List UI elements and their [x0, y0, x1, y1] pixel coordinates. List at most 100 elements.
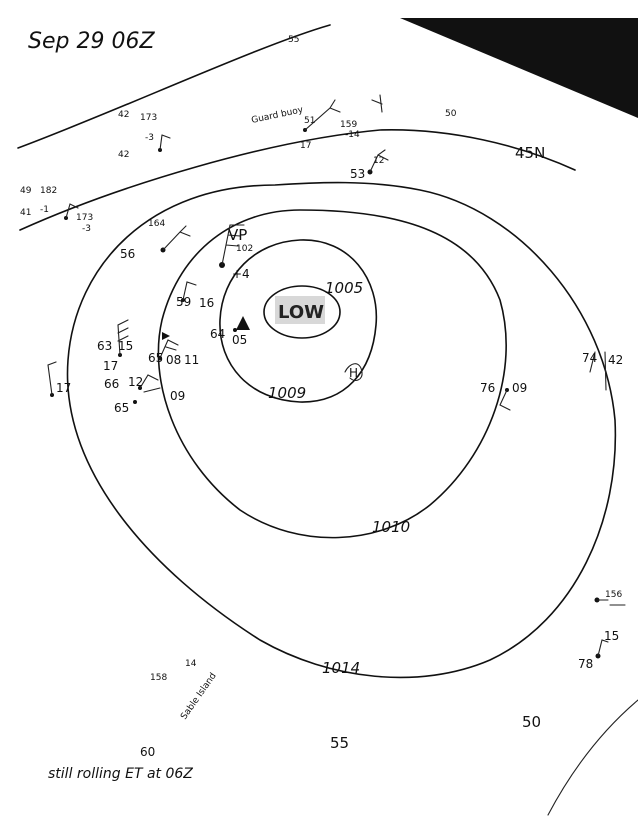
- wind-barb: [597, 639, 609, 657]
- isobar-label-1005: 1005: [325, 279, 363, 297]
- wind-barb: [159, 339, 179, 359]
- station-pres: 173: [140, 113, 157, 123]
- ship-a-pres: 05: [232, 333, 247, 347]
- station-pres: 16: [199, 296, 214, 310]
- latitude-label: 45N: [515, 144, 545, 162]
- wind-barb: [159, 134, 171, 151]
- station-pres: 159: [340, 120, 357, 130]
- isobar-label-1009: 1009: [268, 384, 306, 402]
- isotherm-bottom-60: 60: [140, 745, 155, 759]
- station-temp: 56: [120, 247, 135, 261]
- isobar-1014: [66, 181, 617, 679]
- buoy-flag: [162, 332, 170, 340]
- station-pres: 173: [76, 213, 93, 223]
- station-x2: -14: [345, 130, 360, 140]
- bottom-text-b: 158: [150, 673, 167, 683]
- station-temp: 63: [97, 339, 112, 353]
- station-temp: 42: [118, 110, 129, 120]
- bottom-scrawl: Sable Island: [179, 671, 219, 721]
- kp-tendency: +4: [232, 267, 250, 281]
- ship-a-temp: 64: [210, 327, 225, 341]
- station-temp: 49: [20, 186, 32, 196]
- isobar-label-1010: 1010: [372, 518, 410, 536]
- east2-temp: 76: [480, 381, 495, 395]
- station-plot: 65 08 11: [148, 351, 199, 367]
- scan-shadow: [400, 18, 638, 118]
- station-plot: 49 182 41 -1: [20, 186, 57, 218]
- station-dot: [233, 328, 237, 332]
- wind-barb: [499, 389, 511, 411]
- isobar-label-1014: 1014: [322, 659, 360, 677]
- station-pres: 15: [118, 339, 133, 353]
- map-title: Sep 29 06Z: [28, 29, 155, 54]
- ship-marker: [236, 316, 250, 330]
- station-x2: -3: [145, 133, 154, 143]
- wind-barb: [589, 351, 607, 391]
- station-x1: 41: [20, 208, 31, 218]
- station-pres: 12: [128, 375, 143, 389]
- station-x2: -1: [40, 205, 49, 215]
- isobar-1005: [263, 285, 341, 339]
- isotherm-top-55: 55: [288, 35, 299, 45]
- station-x1: 42: [118, 150, 129, 160]
- wind-barb: [221, 224, 245, 266]
- station-pres: 12: [373, 156, 384, 166]
- isobar-curl: [344, 363, 363, 381]
- station-plot: 65 09: [114, 389, 185, 415]
- station-pres: 182: [40, 186, 57, 196]
- wind-barb: [139, 374, 161, 393]
- upper-front-line: [17, 24, 331, 149]
- footer-note: still rolling ET at 06Z: [48, 766, 193, 782]
- wind-barb: [182, 281, 197, 301]
- isobar-1009: [219, 239, 378, 403]
- station-plot: 59 16: [176, 295, 214, 310]
- station-plot: 173 -3: [76, 213, 93, 234]
- wind-barb: [371, 94, 383, 113]
- station-temp: 65: [148, 351, 163, 365]
- wind-barb: [596, 599, 626, 606]
- wind-barb: [117, 319, 129, 356]
- station-dot: [133, 400, 137, 404]
- station-plot: 51 159 17 -14: [300, 116, 360, 151]
- station-temp: 53: [350, 167, 365, 181]
- station-plot: 42 173 42 -3: [118, 110, 157, 160]
- station-x1: 17: [300, 141, 311, 151]
- low-right-c: 15: [604, 629, 619, 643]
- east2-pres: 09: [512, 381, 527, 395]
- wind-barb: [47, 361, 57, 396]
- latitude-line-45n: [19, 129, 576, 231]
- guard-buoy-label: Guard buoy: [251, 105, 305, 126]
- station-x2: -3: [82, 224, 91, 234]
- station-pres: 09: [170, 389, 185, 403]
- isotherm-bottom-55: 55: [330, 734, 349, 752]
- station-temp: 59: [176, 295, 191, 309]
- station-plot: 66 12: [104, 375, 143, 391]
- west-far-value: 17: [56, 381, 71, 395]
- isotherm-top-50: 50: [445, 109, 457, 119]
- low-right-b: 78: [578, 657, 593, 671]
- station-plot: 63 15 17: [97, 339, 133, 373]
- station-temp: 66: [104, 377, 119, 391]
- kp-value: 102: [236, 244, 253, 254]
- station-plot: 53 12: [350, 156, 384, 181]
- east-ship-temp: 74: [582, 351, 597, 365]
- station-temp: 51: [304, 116, 315, 126]
- isotherm-arc-br: [547, 699, 638, 816]
- bottom-text-a: 14: [185, 659, 197, 669]
- station-plot: 56 164: [120, 219, 165, 261]
- wind-barb: [65, 203, 79, 219]
- wind-barb: [162, 225, 191, 251]
- wind-barbs: [47, 94, 626, 657]
- station-temp: 65: [114, 401, 129, 415]
- low-right-a: 156: [605, 590, 622, 600]
- low-label-box: [275, 296, 325, 324]
- wind-barb: [369, 149, 389, 173]
- wind-barb: [304, 99, 341, 131]
- station-pres: 08: [166, 353, 181, 367]
- station-pres: 164: [148, 219, 165, 229]
- station-x1: 17: [103, 359, 118, 373]
- isobar-1010: [157, 209, 507, 539]
- kp-label: VP: [228, 226, 247, 244]
- low-center-label: LOW: [278, 302, 324, 323]
